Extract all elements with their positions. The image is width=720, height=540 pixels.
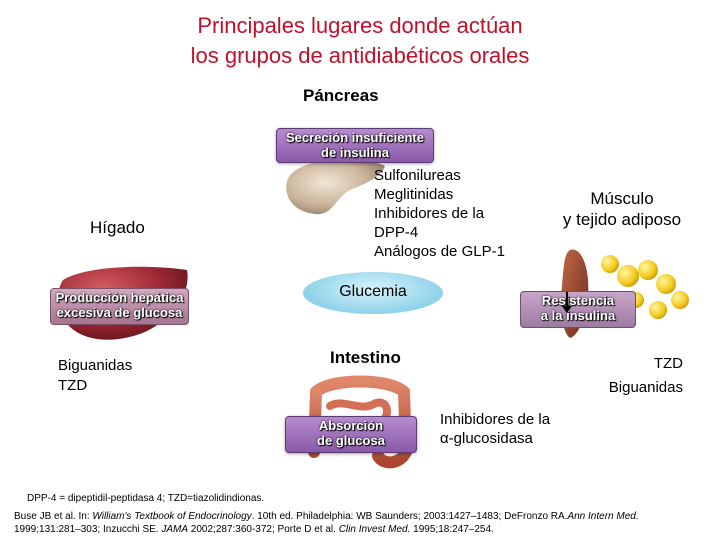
drug-meglitinidas: Meglitinidas (374, 186, 454, 203)
insulin-secretion-text-1: Secreción insuficiente (286, 130, 424, 145)
liver-drugs: Biguanidas TZD (58, 356, 132, 396)
muscle-label: Músculo y tejido adiposo (544, 188, 700, 230)
ref-text: Buse JB et al. In: (14, 511, 93, 522)
references-footnote: Buse JB et al. In: William's Textbook of… (14, 510, 714, 536)
glucose-absorption-text-1: Absorción (318, 418, 384, 433)
drug-dpp4: DPP-4 (374, 224, 419, 241)
muscle-label-line-2: y tejido adiposo (562, 210, 682, 229)
abbreviations-footnote: DPP-4 = dipeptidil-peptidasa 4; TZD=tiaz… (27, 493, 265, 504)
ref-journal: Clin Invest Med. (338, 524, 411, 535)
drug-sulfonilureas: Sulfonilureas (374, 167, 461, 184)
title-line-2: los grupos de antidiabéticos orales (190, 43, 530, 68)
intestine-drugs: Inhibidores de la α-glucosidasa (440, 410, 550, 448)
glucose-label: Glucemia (339, 283, 407, 300)
insulin-resistance-text-1: Resistencia (541, 293, 615, 308)
drug-inhibidores-alpha: Inhibidores de la (440, 411, 551, 428)
glucose-ellipse: Glucemia (303, 272, 443, 314)
drug-biguanidas-liver: Biguanidas (58, 357, 133, 374)
liver-label: Hígado (90, 218, 145, 237)
muscle-label-line-1: Músculo (590, 189, 654, 208)
drug-biguanidas-muscle: Biguanidas (608, 379, 683, 396)
insulin-resistance-box: Resistencia a la insulina (520, 291, 636, 328)
ref-text: 1995;18:247–254. (410, 524, 494, 535)
drug-alpha-glucosidasa: α-glucosidasa (440, 430, 533, 447)
pancreas-label: Páncreas (303, 86, 379, 105)
ref-journal: Ann Intern Med. (567, 511, 639, 522)
title-line-1: Principales lugares donde actúan (197, 13, 523, 38)
drug-glp1: Análogos de GLP-1 (374, 243, 505, 260)
drug-tzd-muscle: TZD (653, 355, 683, 372)
ref-text: 2002;287:360-372; Porte D et al. (188, 524, 339, 535)
pancreas-drugs: Sulfonilureas Meglitinidas Inhibidores d… (374, 166, 505, 261)
hepatic-production-text-1: Producción hepática (55, 290, 184, 305)
references-line-2: 1999;131:281–303; Inzucchi SE. JAMA 2002… (14, 523, 714, 536)
insulin-secretion-box: Secreción insuficiente de insulina (276, 128, 434, 163)
insulin-secretion-text-2: de insulina (321, 145, 389, 160)
hepatic-production-box: Producción hepática excesiva de glucosa (50, 288, 189, 325)
pancreas-illustration (286, 161, 385, 215)
glucose-absorption-box: Absorción de glucosa (285, 416, 417, 453)
ref-journal: JAMA (161, 524, 189, 535)
intestine-label: Intestino (330, 348, 401, 367)
muscle-drugs: TZD Biguanidas (540, 352, 683, 400)
ref-text: . 10th ed. Philadelphia: WB Saunders; 20… (251, 511, 568, 522)
down-arrow-icon (562, 292, 572, 313)
references-line-1: Buse JB et al. In: William's Textbook of… (14, 510, 714, 523)
drug-tzd-liver: TZD (58, 377, 88, 394)
ref-text: 1999;131:281–303; Inzucchi SE. (14, 524, 162, 535)
ref-book-title: William's Textbook of Endocrinology (92, 511, 252, 522)
drug-inhibidores: Inhibidores de la (374, 205, 485, 222)
insulin-resistance-text-2: a la insulina (540, 308, 616, 323)
glucose-absorption-text-2: de glucosa (317, 433, 385, 448)
hepatic-production-text-2: excesiva de glucosa (56, 305, 183, 320)
